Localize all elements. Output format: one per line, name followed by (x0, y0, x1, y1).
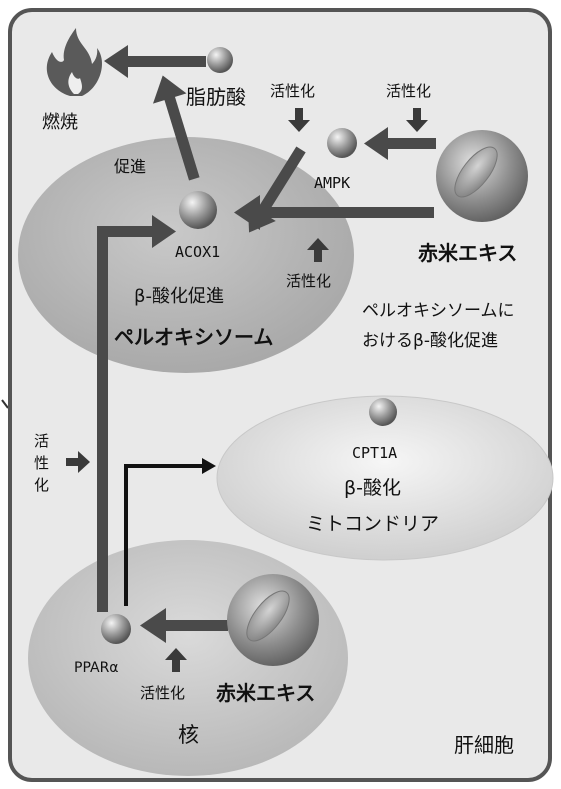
acox1-label: ACOX1 (175, 243, 220, 261)
activate-arrow-top2 (406, 108, 428, 132)
activate-arrow-mid (307, 238, 329, 262)
activate-side-char2: 性 (34, 454, 49, 472)
arrow-acox1-to-burn (152, 75, 200, 181)
beta-oxidation-promote-label: β-酸化促進 (134, 286, 224, 307)
mitochondria-label: ミトコンドリア (306, 513, 439, 535)
cpt1a-molecule (369, 398, 397, 426)
activate-label-top1: 活性化 (270, 82, 315, 100)
arrow-ppar-to-mitochondria (124, 458, 216, 606)
ampk-molecule (327, 128, 357, 158)
flame-icon (46, 28, 103, 96)
ampk-label: AMPK (314, 174, 350, 192)
arrow-rice-to-ampk (364, 127, 436, 160)
activate-side-char3: 化 (34, 476, 49, 494)
beta-oxidation-label: β-酸化 (344, 477, 401, 499)
mitochondria-ellipse (216, 395, 554, 561)
burn-label: 燃焼 (42, 112, 78, 133)
nucleus-label: 核 (178, 723, 199, 747)
ppar-molecule (101, 614, 131, 644)
promote-label: 促進 (114, 157, 146, 176)
activate-arrow-side (66, 451, 90, 473)
fatty-acid-label: 脂肪酸 (186, 85, 246, 109)
peroxisome-note-line1: ペルオキシソームに (362, 301, 515, 321)
red-rice-icon-bottom (227, 574, 319, 666)
red-rice-extract-label-top: 赤米エキス (418, 241, 517, 265)
activate-label-bottom: 活性化 (140, 684, 185, 702)
acox1-molecule (179, 191, 217, 229)
activate-arrow-bottom (165, 648, 187, 672)
arrow-rice-to-ppar (140, 608, 228, 643)
arrow-rice-to-acox1 (234, 195, 434, 230)
fatty-acid-molecule (207, 47, 233, 73)
ppar-label: PPARα (74, 660, 119, 676)
arrow-ppar-to-acox1 (97, 215, 176, 612)
edge-mark (1, 399, 9, 409)
activate-label-top2: 活性化 (386, 82, 431, 100)
activate-arrow-top1 (288, 108, 310, 132)
red-rice-extract-label-bottom: 赤米エキス (216, 681, 315, 705)
activate-side-char1: 活 (34, 432, 49, 450)
peroxisome-label: ペルオキシソーム (114, 325, 273, 349)
cpt1a-label: CPT1A (352, 444, 397, 462)
arrow-fattyacid-to-burn (104, 45, 206, 78)
activate-label-mid: 活性化 (286, 272, 331, 290)
liver-cell-label: 肝細胞 (454, 733, 514, 757)
peroxisome-note-line2: おけるβ-酸化促進 (362, 331, 498, 351)
red-rice-icon-top (436, 130, 528, 222)
